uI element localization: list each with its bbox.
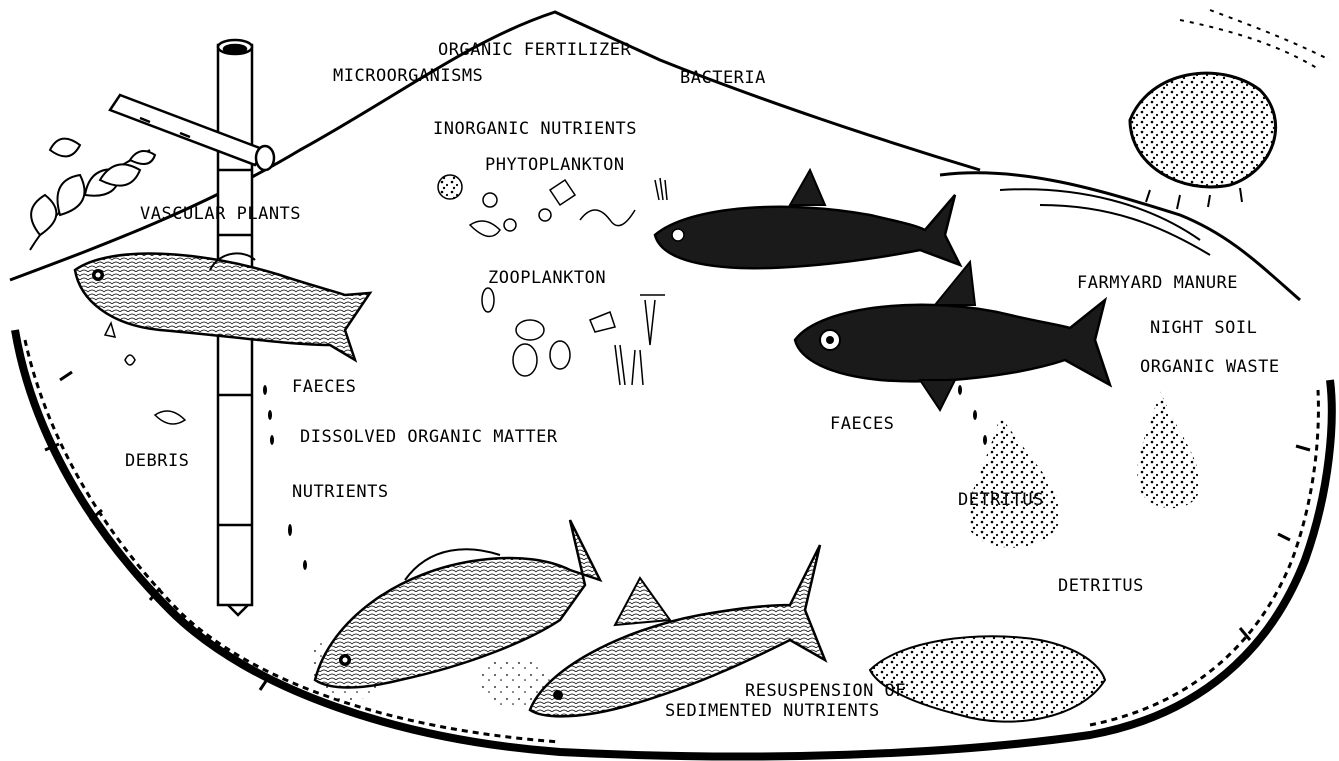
label-resuspension: RESUSPENSION OF SEDIMENTED NUTRIENTS (745, 681, 906, 721)
label-resuspension-line2: SEDIMENTED NUTRIENTS (665, 701, 906, 721)
label-vascular-plants: VASCULAR PLANTS (140, 204, 301, 224)
label-nutrients: NUTRIENTS (292, 482, 389, 502)
label-zooplankton: ZOOPLANKTON (488, 268, 606, 288)
leafy-plant-icon (30, 139, 155, 250)
label-bacteria: BACTERIA (680, 68, 766, 88)
label-resuspension-line1: RESUSPENSION OF (745, 681, 906, 701)
label-debris: DEBRIS (125, 451, 189, 471)
label-organic-fertilizer: ORGANIC FERTILIZER (438, 40, 631, 60)
label-phytoplankton: PHYTOPLANKTON (485, 155, 625, 175)
label-detritus-lower: DETRITUS (1058, 576, 1144, 596)
fish-icon (315, 520, 600, 688)
manure-heap-icon (1130, 10, 1330, 209)
fish-icon (655, 170, 960, 268)
pond-bank-icon (15, 330, 1332, 757)
label-dissolved-organic-matter: DISSOLVED ORGANIC MATTER (300, 427, 558, 447)
label-faeces-left: FAECES (292, 377, 356, 397)
label-farmyard-manure: FARMYARD MANURE (1077, 273, 1238, 293)
debris-icon (105, 323, 185, 424)
phytoplankton-icon (438, 175, 667, 236)
label-night-soil: NIGHT SOIL (1150, 318, 1257, 338)
fish-icon (795, 262, 1110, 410)
label-detritus-upper: DETRITUS (958, 490, 1044, 510)
label-organic-waste: ORGANIC WASTE (1140, 357, 1280, 377)
label-microorganisms: MICROORGANISMS (333, 66, 483, 86)
faeces-drips (263, 385, 987, 570)
label-inorganic-nutrients: INORGANIC NUTRIENTS (433, 119, 637, 139)
label-faeces-right: FAECES (830, 414, 894, 434)
zooplankton-icon (482, 288, 665, 385)
